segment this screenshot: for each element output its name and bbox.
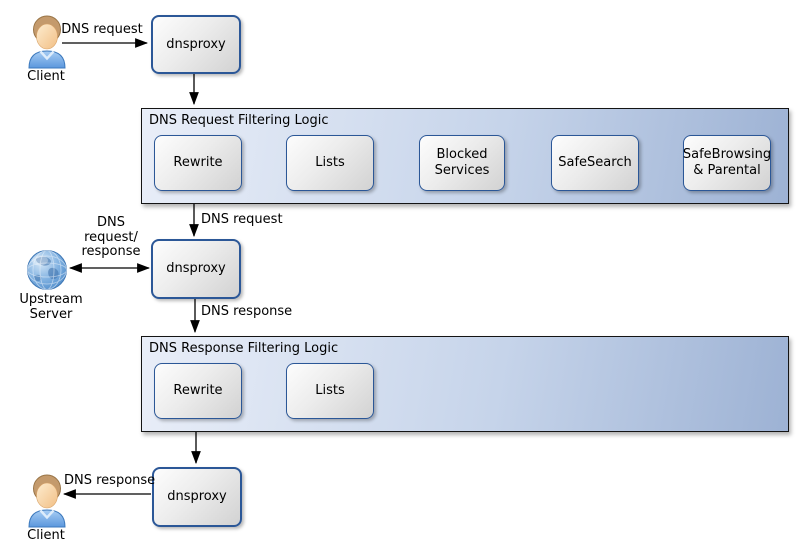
client-top-label: Client — [27, 69, 65, 84]
step-safebrowsing-parental: SafeBrowsing & Parental — [683, 135, 771, 191]
response-filtering-container: DNS Response Filtering Logic Rewrite Lis… — [141, 336, 789, 432]
request-filtering-container: DNS Request Filtering Logic Rewrite List… — [141, 108, 789, 204]
edge-label-client-to-proxy: DNS request — [61, 22, 143, 37]
request-filtering-title: DNS Request Filtering Logic — [149, 113, 329, 128]
client-bottom-label: Client — [27, 528, 65, 543]
upstream-server-label: Upstream Server — [19, 292, 83, 322]
step-blocked-services-label: Blocked Services — [434, 147, 490, 178]
response-filtering-title: DNS Response Filtering Logic — [149, 341, 339, 356]
step-rewrite-response: Rewrite — [154, 363, 242, 419]
dnsproxy-mid-node: dnsproxy — [151, 239, 241, 299]
step-rewrite-request: Rewrite — [154, 135, 242, 191]
step-lists-response-label: Lists — [315, 383, 345, 399]
step-rewrite-request-label: Rewrite — [173, 155, 223, 171]
globe-icon — [26, 249, 68, 291]
dnsproxy-top-node: dnsproxy — [151, 15, 241, 74]
edge-label-proxy-to-client: DNS response — [64, 473, 156, 488]
edge-label-filter-to-proxy: DNS request — [201, 212, 283, 227]
dnsproxy-bottom-label: dnsproxy — [167, 489, 227, 505]
step-safesearch: SafeSearch — [551, 135, 639, 191]
dnsproxy-bottom-node: dnsproxy — [152, 467, 242, 527]
step-safesearch-label: SafeSearch — [558, 155, 632, 171]
edge-label-upstream-link: DNS request/ response — [81, 215, 141, 260]
step-safebrowsing-parental-label: SafeBrowsing & Parental — [682, 147, 772, 178]
step-blocked-services: Blocked Services — [419, 135, 505, 191]
step-lists-request-label: Lists — [315, 155, 345, 171]
person-icon — [27, 13, 67, 69]
step-rewrite-response-label: Rewrite — [173, 383, 223, 399]
dnsproxy-top-label: dnsproxy — [166, 36, 226, 52]
edge-label-proxy-to-response-filter: DNS response — [201, 304, 293, 319]
step-lists-response: Lists — [286, 363, 374, 419]
person-icon — [27, 472, 67, 528]
dnsproxy-mid-label: dnsproxy — [166, 261, 226, 277]
step-lists-request: Lists — [286, 135, 374, 191]
